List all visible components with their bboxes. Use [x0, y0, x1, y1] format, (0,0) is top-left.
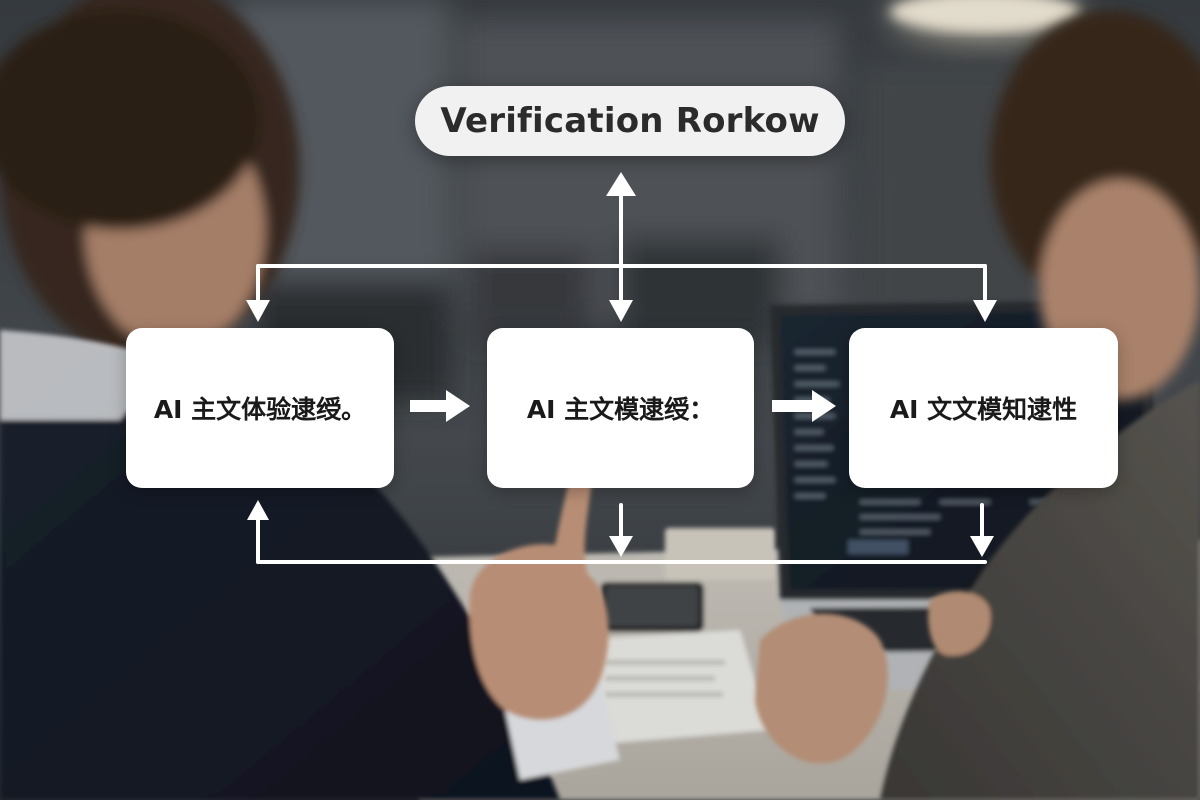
arrowhead-down-card-1 — [246, 300, 270, 322]
step-card-3-label: AI 文文模知逮性 — [889, 395, 1078, 424]
arrowhead-down-card-2 — [609, 300, 633, 322]
step-card-2-label: AI 主文模逮绶： — [526, 395, 715, 424]
step-card-1-label: AI 主文体验逮绶。 — [153, 395, 367, 424]
step-card-3: AI 文文模知逮性 — [849, 328, 1118, 488]
arrow-card-2-to-3 — [772, 390, 836, 422]
arrowhead-down-right-bottom — [970, 536, 994, 557]
arrowhead-up-card-1-bottom — [247, 500, 269, 520]
step-card-1: AI 主文体验逮绶。 — [126, 328, 394, 488]
arrowhead-up-title — [606, 172, 636, 196]
step-card-2: AI 主文模逮绶： — [487, 328, 754, 488]
arrow-card-1-to-2 — [410, 390, 470, 422]
arrowhead-down-center-bottom — [609, 536, 633, 557]
workflow-title: Verification Rorkow — [415, 86, 845, 156]
arrowhead-down-card-3 — [973, 300, 997, 322]
